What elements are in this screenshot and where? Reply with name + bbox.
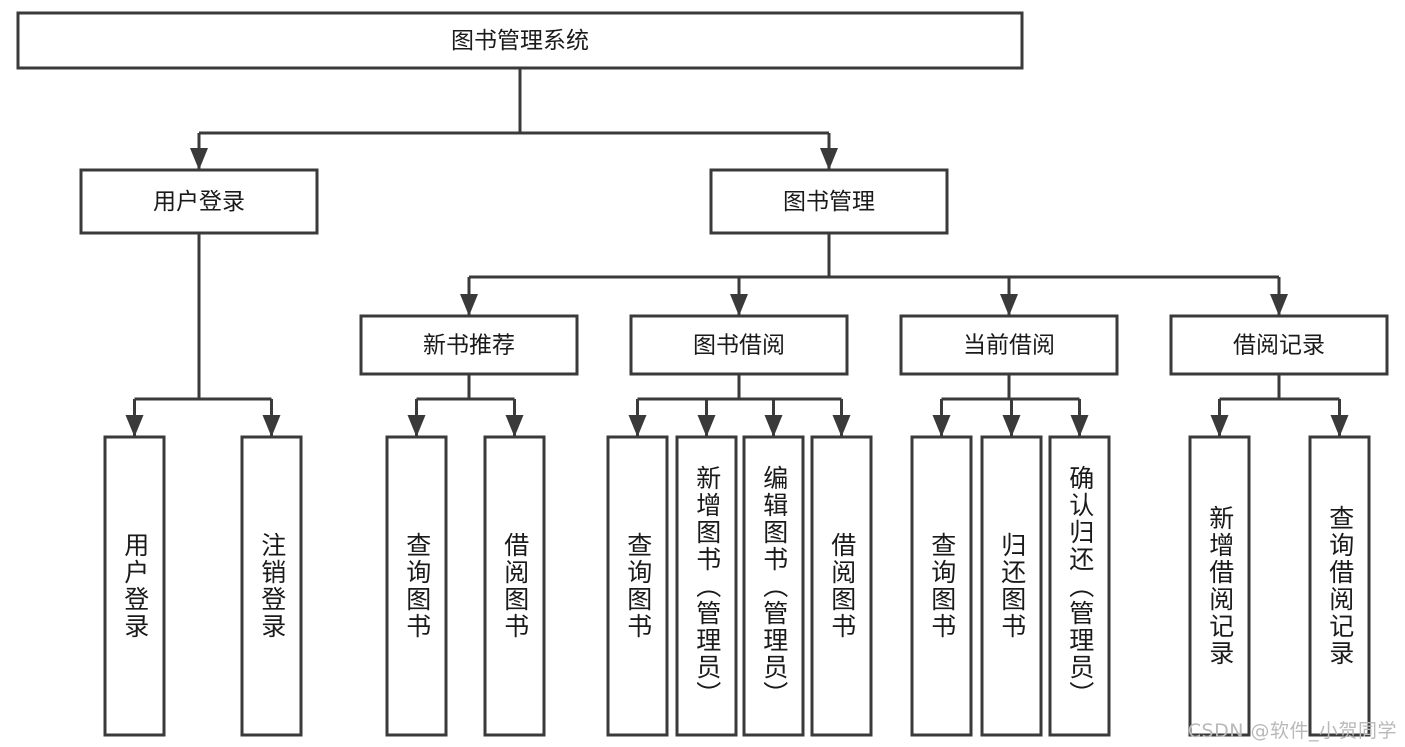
arrow-head-icon-leaf-6 [764,415,783,437]
arrow-head-icon-leaf-0 [125,415,144,437]
node-box-leaf-查询图书-2[interactable] [385,435,448,737]
arrow-head-icon-leaf-8 [932,415,951,437]
arrow-head-icon-l3-0 [460,294,478,316]
arrow-head-icon-l3-2 [1000,294,1018,316]
boxes-layer [16,11,1389,737]
node-box-leaf-归还图书-9[interactable] [980,435,1043,737]
node-box-图书管理-l2[interactable] [709,168,949,235]
arrow-head-icon-leaf-2 [407,415,426,437]
node-label-当前借阅-l3: 当前借阅 [963,333,1055,359]
arrow-head-icon-leaf-5 [697,415,716,437]
node-label-图书管理-l2: 图书管理 [783,189,875,215]
node-label-图书借阅-l3: 图书借阅 [693,333,785,359]
node-box-leaf-查询图书-4[interactable] [606,435,669,737]
node-box-leaf-新增图书管理员-5[interactable] [675,435,738,737]
node-label-新书推荐-l3: 新书推荐 [423,333,515,359]
arrow-head-icon-leaf-12 [1330,415,1349,437]
node-box-图书借阅-l3[interactable] [629,314,849,376]
arrow-head-icon-leaf-4 [628,415,647,437]
node-box-leaf-新增借阅记录-11[interactable] [1188,435,1251,737]
node-box-当前借阅-l3[interactable] [899,314,1119,376]
node-box-新书推荐-l3[interactable] [359,314,579,376]
node-box-用户登录-l2[interactable] [79,168,319,235]
node-box-leaf-借阅图书-7[interactable] [810,435,873,737]
node-box-leaf-确认归还管理员-10[interactable] [1048,435,1111,737]
arrow-head-icon-leaf-9 [1002,415,1021,437]
arrow-head-icon-leaf-7 [832,415,851,437]
arrow-head-icon-l3-3 [1270,294,1288,316]
arrow-head-icon-leaf-10 [1070,415,1089,437]
arrow-head-icon-leaf-11 [1210,415,1229,437]
node-box-leaf-注销登录-1[interactable] [240,435,303,737]
node-box-leaf-借阅图书-3[interactable] [483,435,546,737]
arrow-head-icon-l2-1 [820,148,838,170]
watermark-text: CSDN @软件_小贺同学 [1187,720,1397,742]
node-box-leaf-用户登录-0[interactable] [103,435,166,737]
node-box-leaf-查询图书-8[interactable] [910,435,973,737]
node-label-用户登录-l2: 用户登录 [153,189,245,215]
node-box-借阅记录-l3[interactable] [1169,314,1389,376]
arrow-head-icon-leaf-1 [262,415,281,437]
node-box-leaf-查询借阅记录-12[interactable] [1308,435,1371,737]
arrow-head-icon-leaf-3 [505,415,524,437]
node-box-leaf-编辑图书管理员-6[interactable] [742,435,805,737]
connectors-layer [125,68,1349,437]
node-box-root[interactable] [16,11,1024,70]
node-label-借阅记录-l3: 借阅记录 [1233,333,1325,359]
arrow-head-icon-l3-1 [730,294,748,316]
arrow-head-icon-l2-0 [190,148,208,170]
node-label-root: 图书管理系统 [451,28,589,54]
